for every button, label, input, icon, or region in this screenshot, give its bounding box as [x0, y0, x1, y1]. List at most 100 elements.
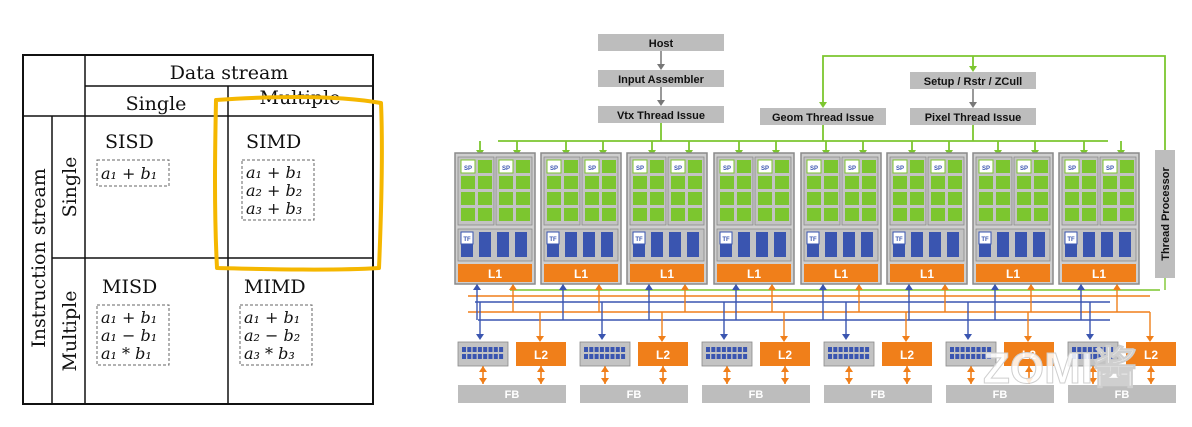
arrow-head — [657, 64, 665, 70]
arrow-head — [1027, 284, 1035, 290]
l1-cache — [458, 264, 532, 282]
arrow-head — [1077, 284, 1085, 290]
pipeline-box — [1155, 150, 1175, 278]
rop-unit — [987, 347, 992, 352]
sp-core — [1120, 208, 1134, 221]
sp-core — [478, 176, 492, 189]
arrow-head — [1146, 336, 1154, 342]
col-single-label: Single — [126, 93, 187, 115]
l2-label: L2 — [656, 348, 670, 362]
sp-core — [931, 176, 945, 189]
arrow-head — [1147, 366, 1155, 372]
texture-unit — [601, 232, 613, 257]
pipeline-setup: Setup / Rstr / ZCull — [910, 72, 1036, 89]
rop-unit — [828, 347, 832, 352]
rop-unit — [828, 354, 832, 359]
op-line: a₁ + b₁ — [246, 163, 302, 182]
l2-label: L2 — [778, 348, 792, 362]
sp-core — [478, 160, 492, 173]
tf-label: TF — [1067, 237, 1075, 243]
rop-unit — [1082, 347, 1087, 352]
l2-cache — [638, 342, 688, 366]
cell-sisd: SISD a₁ + b₁ — [96, 131, 170, 187]
texture-unit — [843, 232, 855, 257]
rop-unit — [732, 354, 737, 359]
sp-core — [1120, 160, 1134, 173]
sp-label-box — [757, 159, 773, 174]
sp-label-box — [892, 159, 908, 174]
arrow-head — [659, 366, 667, 372]
sp-label-box — [1102, 159, 1118, 174]
rop-unit — [499, 347, 504, 352]
rop-unit — [584, 354, 588, 359]
rop-unit — [854, 354, 859, 359]
sp-label: SP — [1068, 166, 1076, 172]
sp-core — [633, 208, 647, 221]
sp-core — [1017, 208, 1031, 221]
arrow-head — [559, 284, 567, 290]
cell-title: SIMD — [246, 131, 301, 153]
simd-highlight-box — [213, 95, 384, 272]
sp-core — [1034, 208, 1048, 221]
l1-label: L1 — [1006, 267, 1020, 281]
rop-unit — [462, 354, 466, 359]
arrow-head — [537, 378, 545, 384]
sp-label: SP — [1020, 166, 1028, 172]
sp-core — [602, 160, 616, 173]
pipeline-box — [598, 106, 724, 123]
rop-unit — [1109, 354, 1114, 359]
rop-unit — [589, 354, 594, 359]
sp-core — [499, 176, 513, 189]
sp-core — [996, 192, 1010, 205]
arrow-head — [941, 284, 949, 290]
rop-unit — [599, 347, 604, 352]
sp-label: SP — [848, 166, 856, 172]
host-label: Host — [649, 38, 674, 50]
arrow-head — [768, 284, 776, 290]
sp-core — [1082, 160, 1096, 173]
texture-unit — [687, 232, 699, 257]
arrow-head — [479, 366, 487, 372]
texture-unit — [911, 232, 923, 257]
arrow-head — [723, 366, 731, 372]
rop-unit — [711, 347, 716, 352]
arrow-head — [842, 334, 850, 340]
rop-unit — [971, 347, 976, 352]
gpu-architecture-diagram: Host Input Assembler Vtx Thread Issue Ge… — [454, 34, 1176, 403]
arrow-head — [1089, 366, 1097, 372]
arrow-head — [902, 336, 910, 342]
rop-unit — [472, 354, 477, 359]
op-line: a₂ + b₂ — [246, 181, 302, 200]
sp-label-box — [719, 159, 735, 174]
fb-label: FB — [993, 389, 1008, 401]
rop-unit — [965, 354, 970, 359]
rop-unit — [833, 347, 838, 352]
sp-core — [461, 176, 475, 189]
tf-label: TF — [895, 237, 903, 243]
tf-label-box — [978, 231, 992, 245]
sp-core — [931, 208, 945, 221]
rop-unit — [950, 354, 954, 359]
sp-label: SP — [464, 166, 472, 172]
sp-core — [461, 192, 475, 205]
arrow-head — [1147, 378, 1155, 384]
pipeline-box — [910, 108, 1036, 125]
sp-core — [775, 160, 789, 173]
sp-core — [564, 176, 578, 189]
sp-core — [948, 192, 962, 205]
sp-core — [931, 192, 945, 205]
sp-label: SP — [1106, 166, 1114, 172]
rop-unit — [965, 347, 970, 352]
sp-core — [948, 176, 962, 189]
sp-label-box — [1064, 159, 1080, 174]
sp-label-box — [670, 159, 686, 174]
sp-core — [775, 176, 789, 189]
rop-unit — [1098, 347, 1103, 352]
op-line: a₃ + b₃ — [246, 199, 302, 218]
sp-core — [1065, 208, 1079, 221]
rop-unit — [981, 354, 986, 359]
